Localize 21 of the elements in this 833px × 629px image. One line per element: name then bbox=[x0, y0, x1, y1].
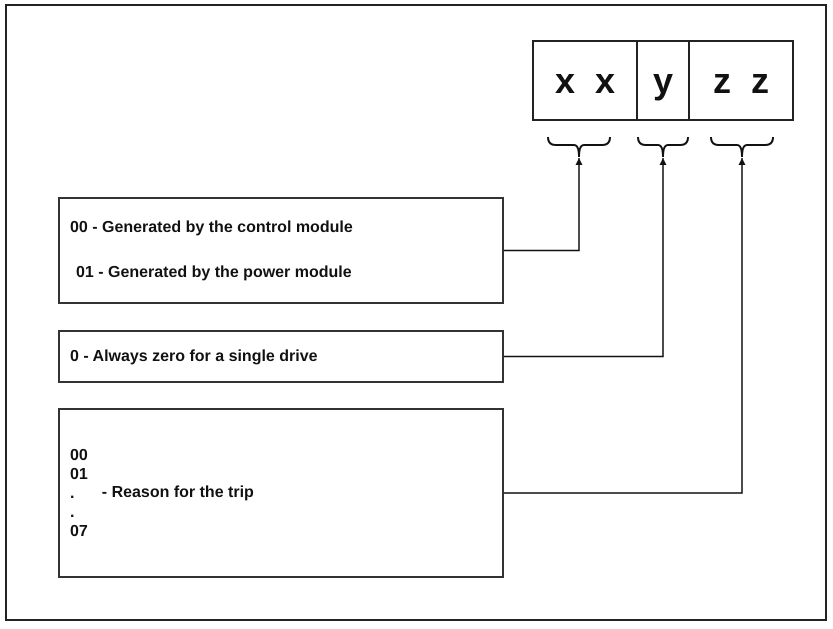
description-text: - Reason for the trip bbox=[100, 483, 254, 503]
arrow bbox=[504, 158, 582, 252]
curly-brace bbox=[637, 136, 689, 158]
description-text: 01 - Generated by the power module bbox=[75, 263, 353, 284]
code-value: 00 bbox=[70, 446, 88, 464]
description-text: 00 - Generated by the control module bbox=[70, 218, 354, 238]
description-box bbox=[58, 330, 504, 383]
code-digit-cell: x x bbox=[532, 40, 638, 121]
arrow bbox=[504, 158, 666, 358]
code-value: . bbox=[70, 502, 76, 522]
description-box bbox=[58, 197, 504, 304]
code-value: 01 bbox=[70, 464, 88, 484]
code-value: 07 bbox=[70, 522, 88, 540]
curly-brace bbox=[547, 136, 611, 158]
curly-brace bbox=[710, 136, 774, 158]
code-digit-cell: y bbox=[636, 40, 690, 121]
description-text: 0 - Always zero for a single drive bbox=[70, 346, 318, 366]
description-box bbox=[58, 408, 504, 578]
arrow bbox=[504, 158, 746, 494]
code-value: . bbox=[70, 484, 76, 502]
code-digit-cell: z z bbox=[688, 40, 794, 121]
